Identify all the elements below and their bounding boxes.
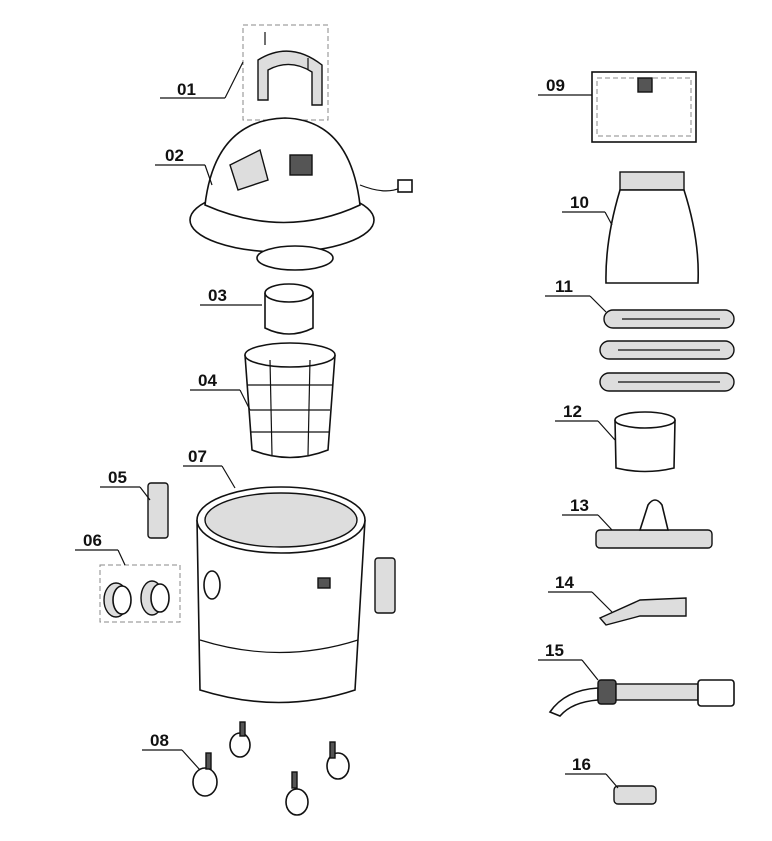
- part-label-10: 10: [570, 193, 589, 212]
- part-label-12: 12: [563, 402, 582, 421]
- part-10-cloth-filter: 10: [562, 171, 700, 284]
- part-label-04: 04: [198, 371, 217, 390]
- part-label-01: 01: [177, 80, 196, 99]
- part-label-06: 06: [83, 531, 102, 550]
- part-label-05: 05: [108, 468, 127, 487]
- part-label-16: 16: [572, 755, 591, 774]
- part-07-container: 07: [183, 447, 366, 704]
- part-label-03: 03: [208, 286, 227, 305]
- part-label-07: 07: [188, 447, 207, 466]
- part-16-adapter: 16: [565, 755, 657, 805]
- part-label-13: 13: [570, 496, 589, 515]
- part-01-handle: 01: [160, 24, 329, 121]
- part-04-filter-basket: 04: [190, 342, 336, 459]
- part-label-15: 15: [545, 641, 564, 660]
- part-08-castor-wheels: 08: [142, 721, 350, 816]
- part-label-14: 14: [555, 573, 574, 592]
- part-13-floor-nozzle: 13: [562, 496, 713, 549]
- part-09-dust-bag: 09: [538, 71, 697, 143]
- part-11-extension-tubes: 11: [545, 277, 735, 392]
- part-label-02: 02: [165, 146, 184, 165]
- part-label-09: 09: [546, 76, 565, 95]
- part-06-hose-connector-set: 06: [75, 531, 181, 623]
- part-label-11: 11: [555, 277, 573, 296]
- part-03-foam-filter: 03: [200, 283, 314, 335]
- part-15-suction-hose: 15: [538, 641, 735, 717]
- part-02-motor-head: 02: [155, 117, 413, 271]
- part-label-08: 08: [150, 731, 169, 750]
- part-14-crevice-nozzle: 14: [548, 573, 687, 626]
- part-05-clip: 05: [100, 468, 396, 614]
- part-12-cartridge-filter: 12: [555, 402, 676, 473]
